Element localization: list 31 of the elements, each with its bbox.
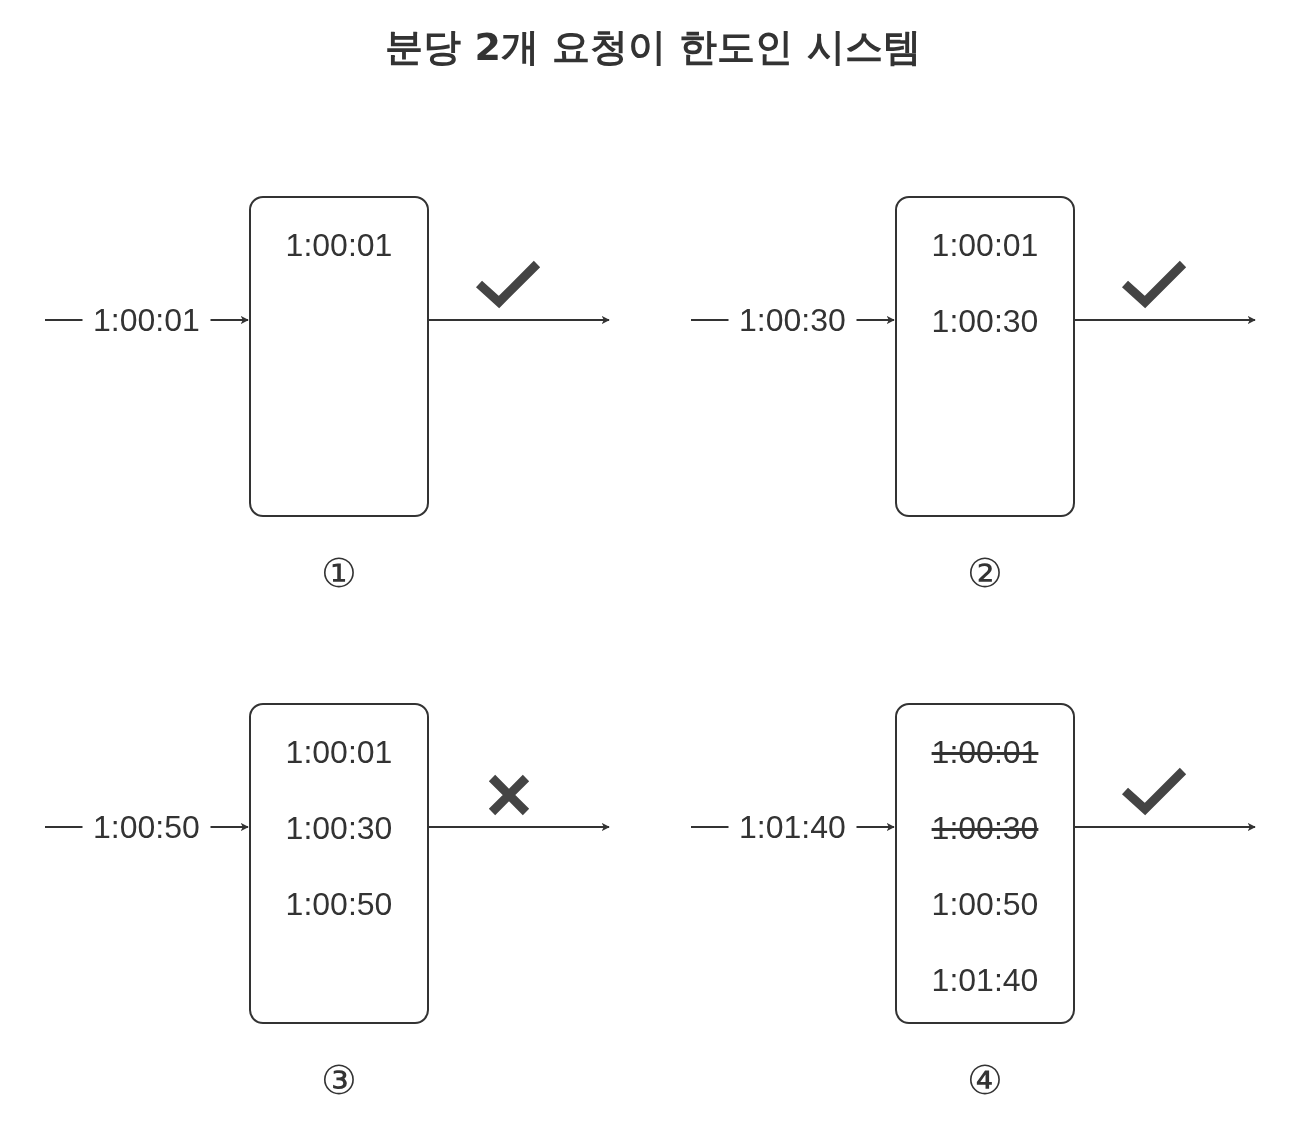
timestamp: 1:01:40	[931, 962, 1039, 998]
arrow	[428, 823, 610, 831]
timestamp: 1:00:01	[285, 734, 393, 770]
arrow	[1074, 823, 1256, 831]
queue-box	[249, 703, 429, 1024]
queue-box	[895, 703, 1075, 1024]
edge-label: 1:00:30	[739, 302, 846, 338]
step-number: ①	[320, 551, 358, 595]
title: 분당 2개 요청이 한도인 시스템	[384, 24, 922, 71]
queue-box	[895, 196, 1075, 517]
arrow	[44, 823, 249, 831]
timestamp: 1:00:30	[931, 303, 1039, 339]
queue-box	[249, 196, 429, 517]
step-number: ④	[966, 1058, 1004, 1102]
arrow	[428, 316, 610, 324]
arrow	[690, 823, 895, 831]
arrow	[44, 316, 249, 324]
arrow	[690, 316, 895, 324]
edge-label: 1:00:50	[93, 809, 200, 845]
step-number: ③	[320, 1058, 358, 1102]
timestamp: 1:00:30	[285, 810, 393, 846]
timestamp: 1:00:01	[931, 227, 1039, 263]
edge-label: 1:01:40	[739, 809, 846, 845]
edge-label: 1:00:01	[93, 302, 200, 338]
struck-timestamp: 1:00:01	[931, 734, 1039, 770]
struck-timestamp: 1:00:30	[931, 810, 1039, 846]
step-number: ②	[966, 551, 1004, 595]
timestamp: 1:00:50	[285, 886, 393, 922]
timestamp: 1:00:50	[931, 886, 1039, 922]
timestamp: 1:00:01	[285, 227, 393, 263]
arrow	[1074, 316, 1256, 324]
